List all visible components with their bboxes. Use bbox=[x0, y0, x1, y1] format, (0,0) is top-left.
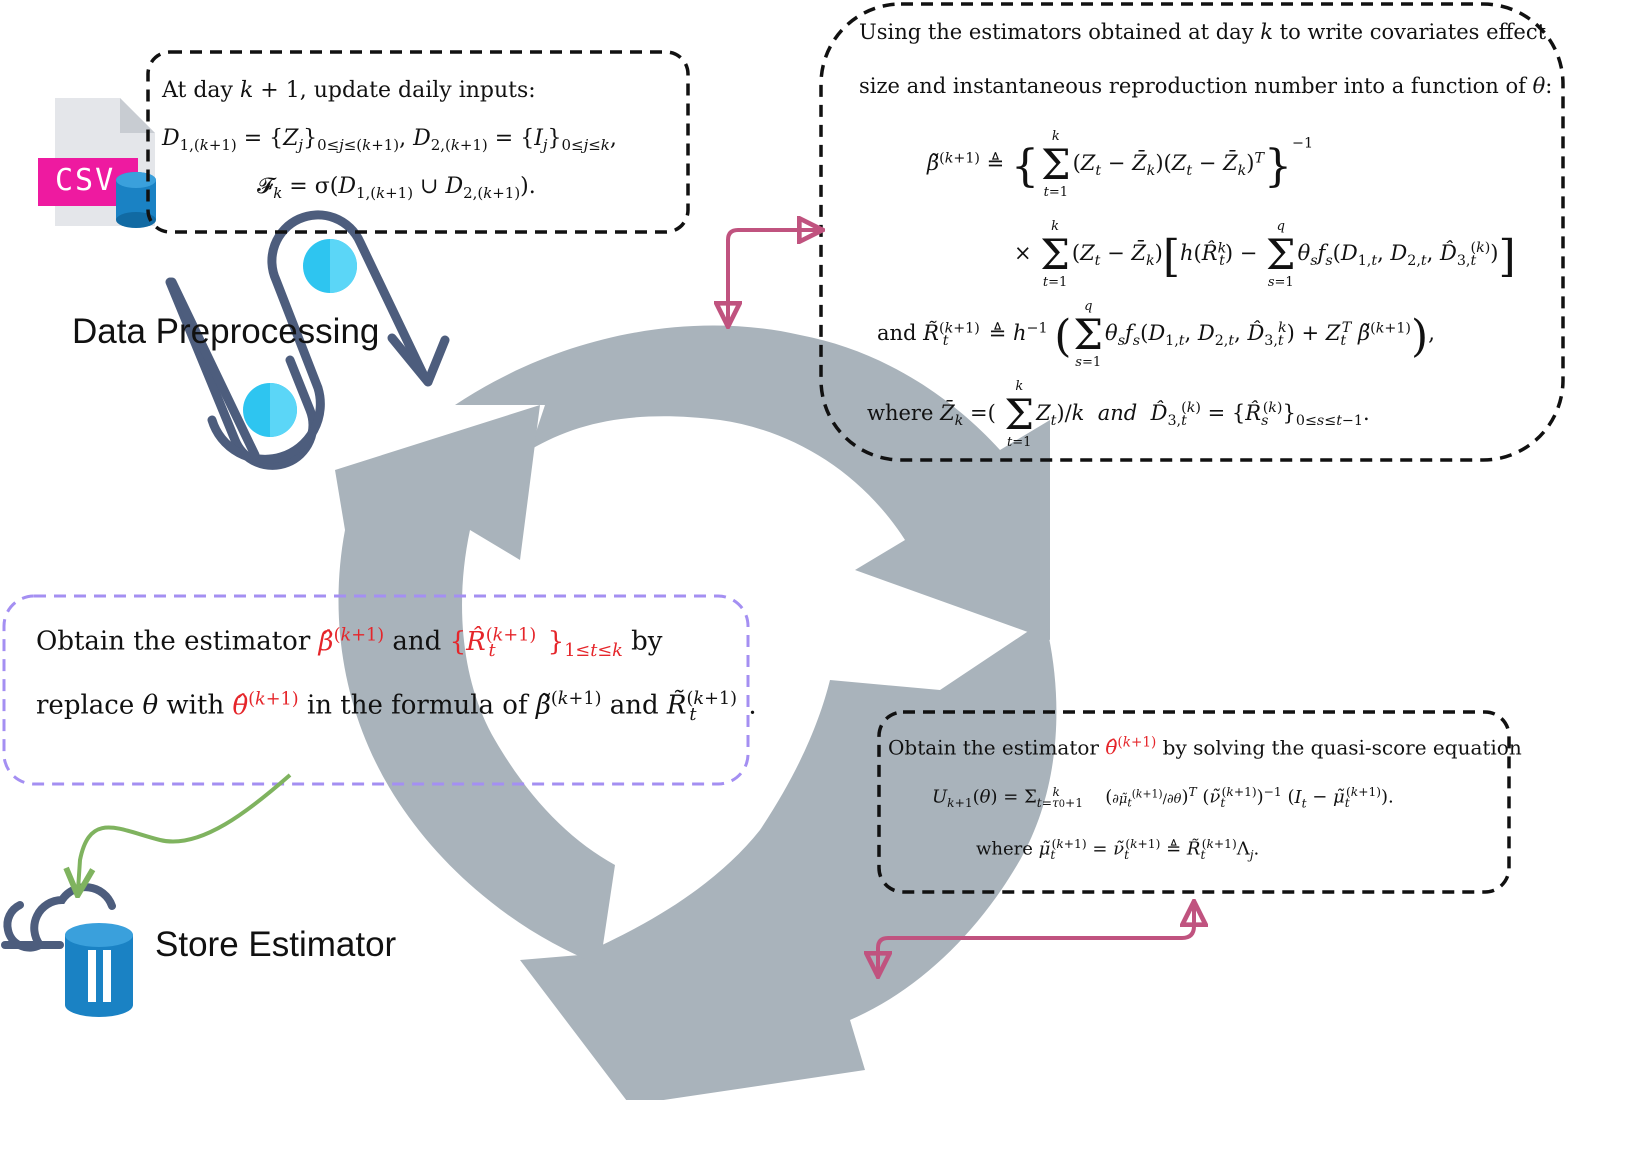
top-right-intro1: Using the estimators obtained at day k t… bbox=[859, 20, 1547, 44]
bottom-right-line1: Obtain the estimator θ̂(k+1) by solving … bbox=[888, 735, 1522, 760]
left-box-border bbox=[2, 594, 750, 786]
bottom-right-line2: Uk+1(θ) = Σt=τ0+1k (∂μ̃t(k+1)/∂θ)T (ν̃t(… bbox=[932, 785, 1394, 810]
diagram-graphics bbox=[1, 2, 1565, 1100]
top-left-line3: 𝓕k = σ(D1,(k+1) ∪ D2,(k+1)). bbox=[257, 174, 536, 203]
diagram-canvas: CSV Data Preprocessing Store Estimator A… bbox=[1, 2, 1565, 1100]
csv-badge-label: CSV bbox=[55, 163, 116, 198]
pipe-icon bbox=[165, 210, 450, 470]
csv-file-icon bbox=[38, 98, 156, 228]
cycle-arrows bbox=[335, 325, 1057, 1100]
left-box-line2: replace θ with θ̂(k+1) in the formula of… bbox=[36, 689, 757, 725]
cycle-arrow-right bbox=[520, 620, 1057, 1100]
cycle-arrow-top bbox=[455, 325, 1050, 640]
top-left-line2: D1,(k+1) = {Zj}0≤j≤(k+1), D2,(k+1) = {Ij… bbox=[162, 126, 617, 155]
top-left-line1: At day k + 1, update daily inputs: bbox=[162, 78, 536, 103]
green-connector bbox=[78, 773, 292, 890]
pink-connector-bottom bbox=[878, 906, 1194, 972]
top-left-box-border bbox=[146, 50, 690, 234]
cycle-arrow-left bbox=[335, 405, 615, 965]
bottom-right-box-border bbox=[877, 710, 1511, 894]
bottom-right-line3: where μ̃t(k+1) = ν̃t(k+1) ≜ R̃t(k+1)Λj. bbox=[976, 837, 1260, 862]
data-preprocessing-label: Data Preprocessing bbox=[72, 312, 380, 351]
left-box-line1: Obtain the estimator β̂(k+1) and {R̂(k+1… bbox=[36, 625, 663, 661]
cloud-database-icon bbox=[1, 883, 133, 1017]
pink-connector-top bbox=[728, 230, 818, 322]
top-right-intro2: size and instantaneous reproduction numb… bbox=[859, 74, 1553, 98]
store-estimator-label: Store Estimator bbox=[155, 925, 397, 964]
